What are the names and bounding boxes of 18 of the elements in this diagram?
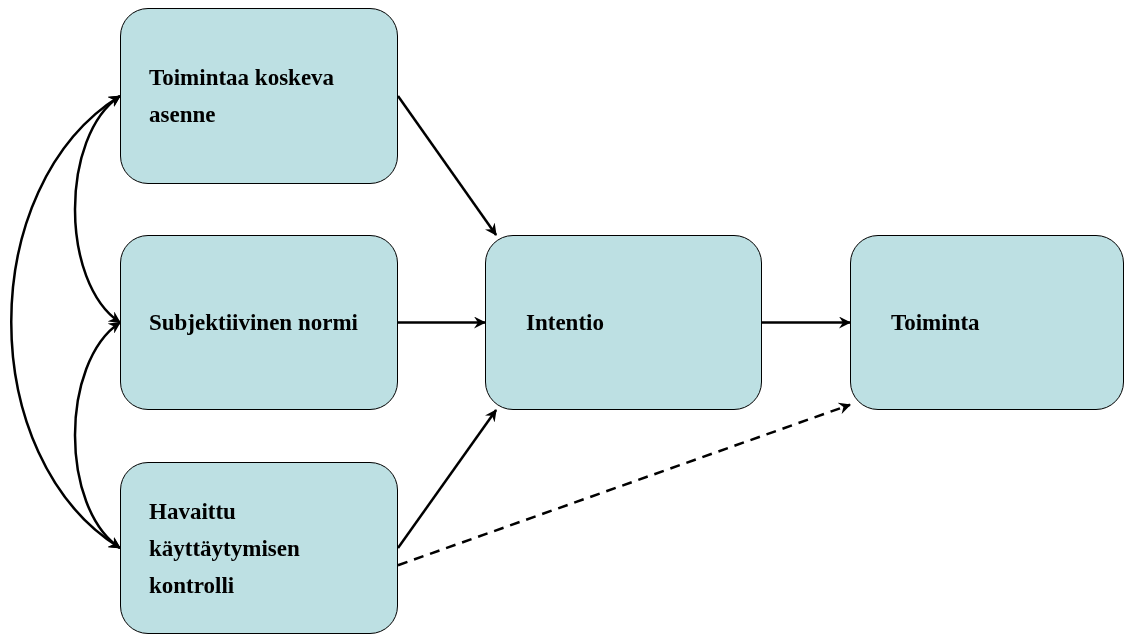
arrow — [397, 409, 498, 549]
box-label: Havaittu käyttäytymisen kontrolli — [149, 497, 301, 600]
process-box — [850, 235, 1124, 410]
arrow — [397, 402, 851, 567]
process-box — [120, 462, 398, 634]
arrow — [73, 95, 121, 324]
arrow — [398, 316, 486, 329]
process-box — [485, 235, 762, 410]
arrow — [10, 95, 121, 549]
arrow — [762, 316, 851, 329]
box-label: Toimintaa koskeva asenne — [149, 64, 336, 129]
process-box — [120, 8, 398, 184]
arrow — [73, 321, 121, 549]
arrow — [396, 95, 498, 236]
box-label: Intentio — [526, 309, 605, 337]
box-label: Subjektiivinen normi — [149, 309, 359, 337]
box-label: Toiminta — [891, 309, 981, 337]
process-box — [120, 235, 398, 410]
